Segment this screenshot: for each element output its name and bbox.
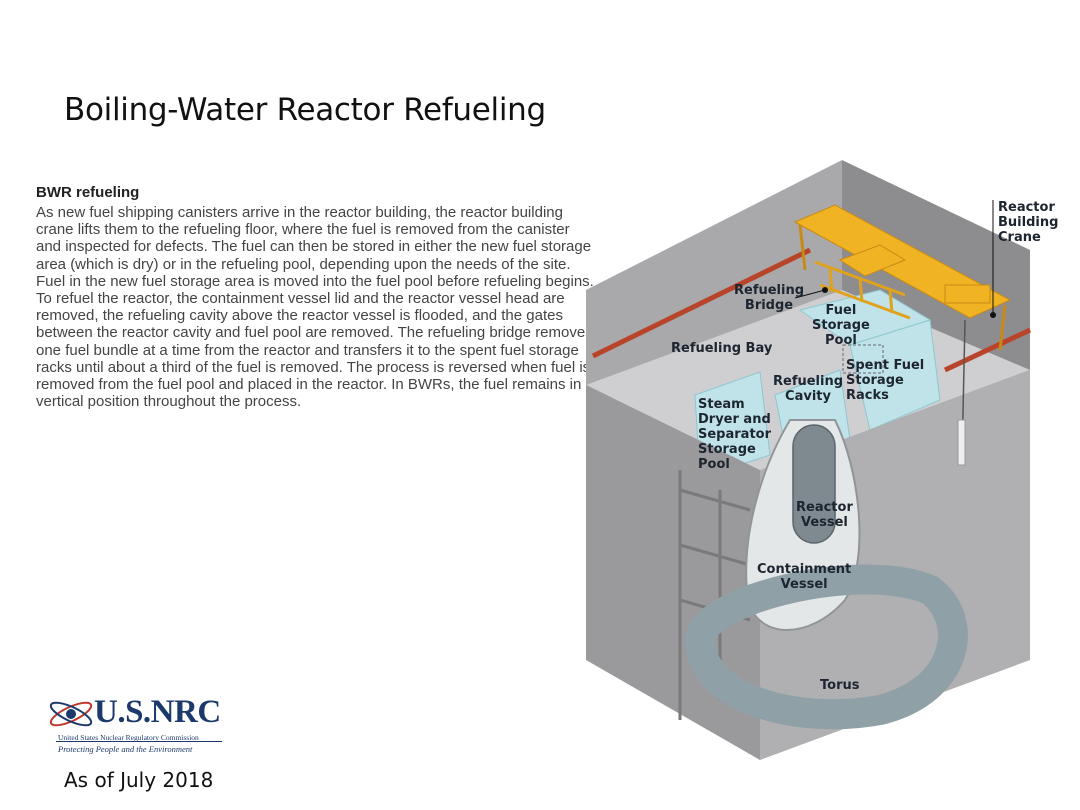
spent-fuel-pool-water <box>849 319 941 431</box>
torus-shape <box>684 564 968 730</box>
label-refueling-bridge: Refueling Bridge <box>734 283 805 313</box>
crane-hook-fuel <box>957 419 966 466</box>
bridge-leader-dot <box>822 287 828 293</box>
logo-subtitle: United States Nuclear Regulatory Commiss… <box>58 733 199 742</box>
crane-rail-left <box>591 247 812 359</box>
logo-tagline: Protecting People and the Environment <box>58 744 193 754</box>
as-of-date: As of July 2018 <box>64 768 214 792</box>
description-text: As new fuel shipping canisters arrive in… <box>36 204 594 411</box>
label-steam-dryer-pool: Steam Dryer and Separator Storage Pool <box>698 397 771 472</box>
label-spent-fuel-storage-racks: Spent Fuel Storage Racks <box>846 358 925 403</box>
spent-fuel-racks <box>842 344 884 374</box>
label-refueling-bay: Refueling Bay <box>671 341 773 356</box>
logo-name: U.S.NRC <box>94 694 221 730</box>
reactor-vessel-shape <box>792 424 836 544</box>
description-heading: BWR refueling <box>36 184 140 201</box>
crane-leader-dot <box>990 312 996 318</box>
crane-rail-right <box>943 327 1032 373</box>
nrc-logo: U.S.NRC United States Nuclear Regulatory… <box>44 690 234 760</box>
logo-rule <box>56 741 222 742</box>
bridge-leader <box>794 289 826 299</box>
label-containment-vessel: Containment Vessel <box>757 562 852 592</box>
slide-title: Boiling-Water Reactor Refueling <box>64 92 546 128</box>
label-refueling-cavity: Refueling Cavity <box>773 374 844 404</box>
label-fuel-storage-pool: Fuel Storage Pool <box>812 303 870 348</box>
atom-icon <box>49 701 93 727</box>
label-torus: Torus <box>820 678 860 693</box>
label-reactor-building-crane: Reactor Building Crane <box>998 200 1059 245</box>
reactor-building-crane <box>793 204 1012 351</box>
label-reactor-vessel: Reactor Vessel <box>796 500 853 530</box>
refueling-bridge <box>814 260 911 320</box>
